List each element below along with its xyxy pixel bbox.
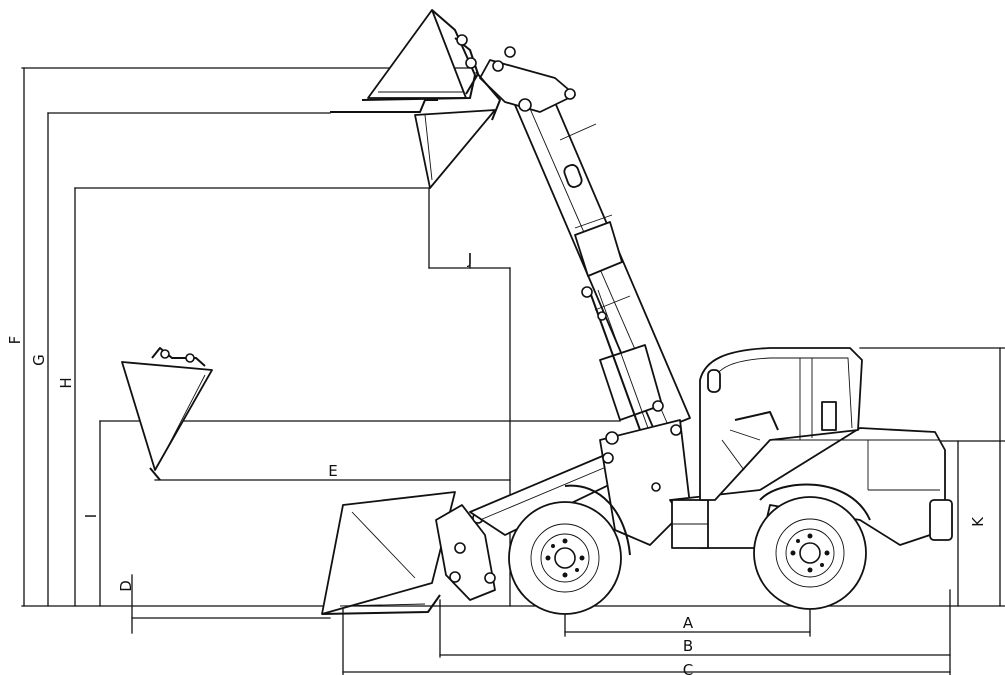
dimension-label-g: G — [30, 354, 48, 366]
loader-chassis — [469, 419, 953, 556]
dimension-labels: A B C D E F G H I J K — [6, 250, 987, 675]
dimension-label-b: B — [683, 637, 693, 655]
dimension-label-h: H — [57, 377, 75, 388]
dimension-label-j: J — [467, 250, 472, 268]
dimension-label-d: D — [117, 580, 135, 592]
rear-wheel — [753, 496, 867, 610]
front-wheel — [508, 501, 622, 615]
dimension-label-a: A — [683, 614, 694, 632]
dumping-bucket-high — [330, 71, 501, 189]
dimension-label-k: K — [969, 516, 987, 527]
dimension-label-e: E — [328, 462, 337, 480]
telescopic-boom — [479, 46, 691, 433]
dimension-label-c: C — [683, 661, 693, 675]
dimension-label-f: F — [6, 336, 24, 345]
raised-bucket — [361, 9, 479, 101]
lowered-bucket — [321, 491, 496, 615]
operator-cab — [699, 347, 863, 501]
dimension-label-i: I — [82, 514, 100, 518]
mid-reach-bucket — [121, 347, 213, 481]
